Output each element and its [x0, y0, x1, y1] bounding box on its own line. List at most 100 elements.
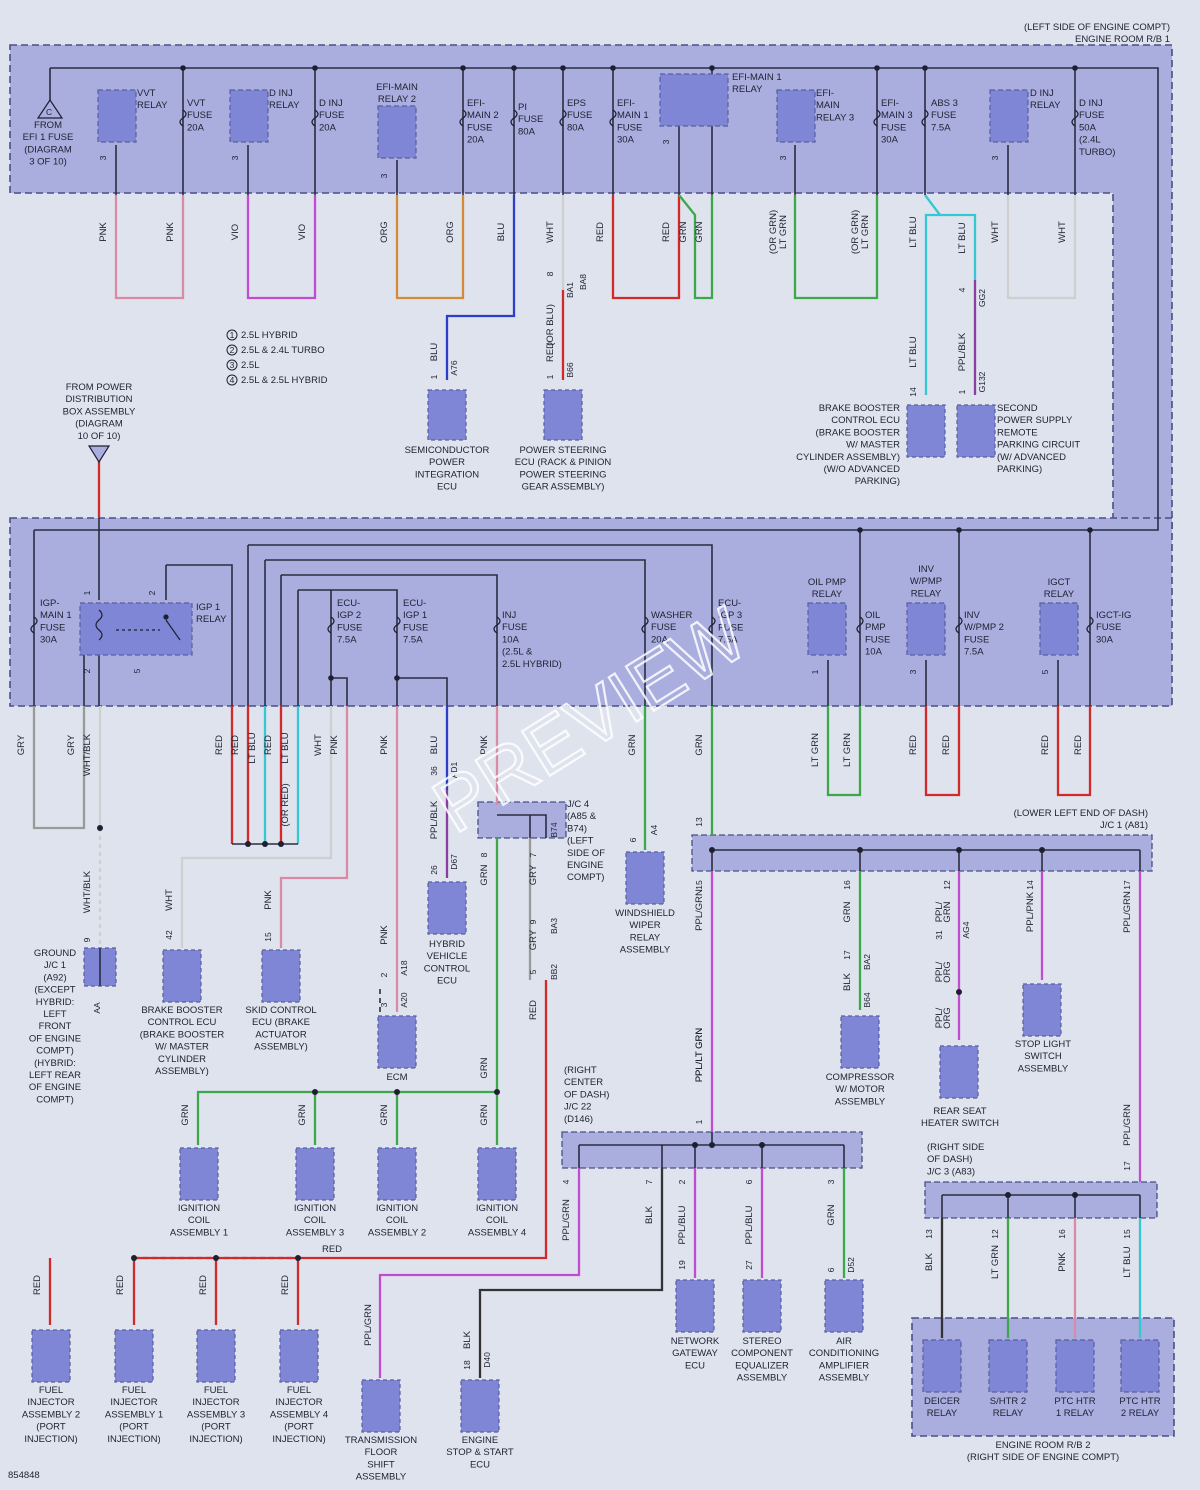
wire-color-label: PPL/GRN [1122, 1104, 1133, 1146]
pin-number: 3 [230, 155, 240, 160]
wire-color-label: WHT/BLK [82, 870, 93, 913]
wire-color-label: (OR RED) [280, 783, 291, 826]
label-line: ASSEMBLY) [155, 1066, 209, 1077]
wire-color-label: LT GRN [842, 733, 853, 767]
jc4-block [477, 801, 567, 839]
label-line: ASSEMBLY) [254, 1042, 308, 1053]
labels: (LEFT SIDE OF ENGINE COMPT) ENGINE ROOM … [8, 22, 1170, 1481]
pin-number: 6 [744, 1179, 754, 1184]
network-box [675, 1279, 715, 1333]
pin-number: 42 [164, 930, 174, 940]
label-line: POWER [429, 457, 465, 468]
label-line: SKID CONTROL [245, 1005, 316, 1016]
pin-number: 1 [429, 374, 439, 379]
ptc2-box [1120, 1339, 1160, 1393]
label-line: 2.5L HYBRID) [502, 659, 562, 670]
legend-text: 2.5L & 2.5L HYBRID [241, 375, 328, 386]
rear-seat-box [939, 1045, 979, 1099]
label-line: RELAY [1030, 100, 1061, 111]
wire-color-label: ORG [942, 1007, 953, 1029]
wire-color-label: BLU [496, 223, 507, 242]
label-line: IGP 1 [403, 610, 427, 621]
label-line: EFI- [617, 98, 635, 109]
wire-color-label: PNK [98, 222, 109, 242]
label-line: COMPT) [36, 1094, 73, 1105]
label-line: (PORT [201, 1422, 231, 1433]
label-line: COIL [386, 1215, 408, 1226]
label-line: ECU (RACK & PINION [515, 457, 612, 468]
wire-color-label: VIO [297, 224, 308, 240]
label-line: ASSEMBLY 1 [105, 1409, 163, 1420]
wire-color-label: PPL/GRN [1122, 891, 1133, 933]
label-line: PARKING CIRCUIT [997, 440, 1080, 451]
label-line: FUSE [467, 122, 492, 133]
label-line: (PORT [119, 1422, 149, 1433]
label-line: (PORT [36, 1422, 66, 1433]
label-line: COIL [188, 1215, 210, 1226]
legend-number: 3 [230, 360, 235, 370]
connector-code: BB2 [549, 964, 559, 980]
label-line: 80A [518, 126, 536, 137]
label-line: GATEWAY [672, 1348, 718, 1359]
label-line: AIR [836, 1336, 852, 1347]
label-line: INJECTION) [272, 1434, 325, 1445]
label-line: FUSE [319, 110, 344, 121]
label-line: FUSE [1079, 110, 1104, 121]
wire-color-label: RED [263, 735, 274, 755]
label-line: 20A [651, 634, 669, 645]
wire-color-label: PPL/GRN [694, 889, 705, 931]
wire-color-label: PNK [379, 735, 390, 755]
junction-dots [97, 65, 1093, 1261]
label-line: IGP 2 [337, 610, 361, 621]
wire-color-label: WHT/BLK [82, 733, 93, 776]
title-engine-room-rb2-sub: (RIGHT SIDE OF ENGINE COMPT) [967, 1452, 1119, 1463]
label-line: OF ENGINE [29, 1033, 81, 1044]
label-line: (BRAKE BOOSTER [140, 1029, 225, 1040]
label-line: SWITCH [1024, 1051, 1062, 1062]
pin-number: 15 [263, 932, 273, 942]
wire-color-label: GRN [678, 221, 689, 242]
igp1-relay-box [79, 602, 193, 656]
pin-number: 3 [379, 1002, 389, 1007]
label-line: ECU [470, 1459, 490, 1470]
wire-color-label: PNK [263, 890, 274, 910]
pin-number: 3 [379, 173, 389, 178]
label-line: ASSEMBLY 2 [368, 1227, 426, 1238]
label-line: (EXCEPT [34, 985, 75, 996]
label-line: IGCT [1048, 577, 1071, 588]
label-line: VVT [187, 98, 206, 109]
pin-number: 8 [545, 271, 555, 276]
label-line: PARKING) [855, 476, 900, 487]
label-line: (W/ ADVANCED [997, 452, 1066, 463]
legend-marker [226, 374, 238, 386]
wire-color-label: RED [545, 342, 556, 362]
label-line: 1 RELAY [1056, 1408, 1095, 1419]
pin-number: 1 [82, 590, 92, 595]
label-line: (HYBRID: [34, 1058, 76, 1069]
title-engine-room-rb1: ENGINE ROOM R/B 1 [1075, 34, 1170, 45]
label-line: (A85 & [567, 811, 597, 822]
dinj-relay-2-box [989, 89, 1029, 143]
label-line: EFI- [467, 98, 485, 109]
wire-color-label: PPL/ [934, 901, 945, 922]
pin-number: 4 [561, 1179, 571, 1184]
legend-text: 2.5L [241, 360, 260, 371]
label-line: RELAY [927, 1408, 958, 1419]
label-line: CENTER [564, 1077, 603, 1088]
label-line: ASSEMBLY [737, 1373, 788, 1384]
wire-color-label: GRN [842, 901, 853, 922]
label-line: FUSE [567, 110, 592, 121]
wire-color-label: PPL/ [934, 961, 945, 982]
